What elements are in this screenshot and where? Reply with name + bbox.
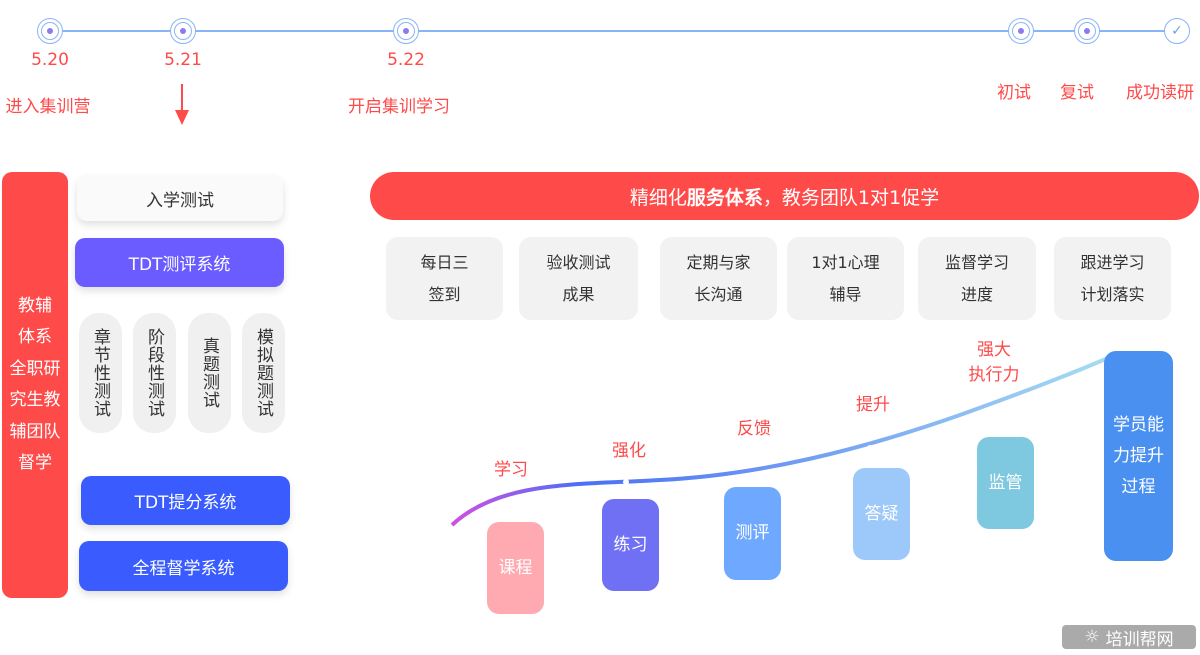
service-line: 辅导 (829, 284, 862, 304)
service-item: 监督学习进度 (918, 237, 1036, 320)
service-item: 每日三签到 (386, 237, 503, 320)
service-item: 1对1心理辅导 (787, 237, 904, 320)
banner-pre: 精细化 (629, 186, 687, 209)
service-line: 每日三 (420, 252, 469, 272)
timeline-label: 开启集训学习 (348, 97, 450, 117)
side-line: 体系 (18, 327, 52, 347)
service-line: 进度 (960, 284, 993, 304)
bar-supervise: 监管 (977, 437, 1034, 529)
step-line: 执行力 (968, 365, 1020, 385)
final-line: 学员能 (1113, 414, 1164, 435)
timeline-label: 成功读研 (1126, 83, 1194, 103)
smiley-sun-icon: ☼ (1084, 627, 1100, 647)
bar-practice: 练习 (602, 499, 659, 591)
timeline-node (393, 18, 419, 44)
test-pill: 阶段性测试 (133, 313, 176, 433)
service-item: 验收测试成果 (519, 237, 638, 320)
test-pill: 模拟题测试 (242, 313, 285, 433)
side-line: 全职研 (9, 358, 61, 379)
test-pill: 真题测试 (188, 313, 231, 433)
step-label: 学习 (494, 460, 528, 480)
timeline-node (1008, 18, 1034, 44)
service-item: 定期与家长沟通 (660, 237, 777, 320)
tutoring-system-bar: 教辅 体系 全职研 究生教 辅团队 督学 (2, 172, 68, 598)
timeline-date: 5.21 (164, 50, 202, 70)
test-pill: 章节性测试 (79, 313, 122, 433)
timeline-line (50, 30, 1178, 32)
service-line: 定期与家 (686, 252, 751, 272)
service-line: 成果 (562, 284, 595, 304)
final-line: 过程 (1121, 476, 1156, 497)
check-icon: ✓ (1164, 18, 1190, 44)
step-label: 反馈 (737, 419, 771, 439)
watermark: ☼培训帮网 (1062, 625, 1196, 650)
timeline-label: 初试 (997, 83, 1031, 103)
service-line: 验收测试 (546, 252, 611, 272)
step-label: 提升 (856, 395, 890, 415)
side-line: 辅团队 (9, 421, 61, 442)
bar-final: 学员能力提升过程 (1104, 351, 1173, 561)
timeline-label: 复试 (1060, 83, 1094, 103)
supervise-system: 全程督学系统 (79, 541, 288, 591)
side-line: 教辅 (18, 295, 52, 316)
timeline-node (1074, 18, 1100, 44)
banner-bold: 服务体系 (686, 186, 763, 209)
bar-course: 课程 (487, 522, 544, 614)
step-line: 强大 (977, 340, 1011, 360)
timeline-node (170, 18, 196, 44)
watermark-text: 培训帮网 (1105, 629, 1174, 650)
service-line: 签到 (428, 284, 461, 304)
timeline-node (37, 18, 63, 44)
bar-answer: 答疑 (853, 468, 910, 560)
step-label-strong: 强大执行力 (969, 338, 1020, 388)
service-line: 监督学习 (944, 252, 1009, 272)
timeline-label: 进入集训营 (5, 97, 91, 117)
service-item: 跟进学习计划落实 (1054, 237, 1171, 320)
side-line: 督学 (18, 453, 52, 473)
side-line: 究生教 (9, 390, 61, 410)
entrance-test-box: 入学测试 (77, 175, 283, 221)
tdt-eval-system: TDT测评系统 (75, 238, 284, 287)
service-line: 跟进学习 (1080, 252, 1145, 272)
final-line: 力提升 (1113, 445, 1164, 466)
service-line: 长沟通 (694, 284, 743, 304)
down-arrow-icon (181, 84, 183, 114)
bar-evaluate: 测评 (724, 487, 781, 580)
tdt-boost-system: TDT提分系统 (81, 476, 290, 525)
step-label: 强化 (612, 441, 646, 461)
timeline-date: 5.20 (31, 50, 69, 70)
service-line: 计划落实 (1080, 284, 1145, 304)
service-line: 1对1心理 (811, 252, 880, 272)
service-banner: 精细化服务体系，教务团队1对1促学 (370, 172, 1199, 220)
timeline-date: 5.22 (387, 50, 425, 70)
down-arrow-head (175, 110, 189, 125)
banner-post: ，教务团队1对1促学 (762, 186, 940, 209)
